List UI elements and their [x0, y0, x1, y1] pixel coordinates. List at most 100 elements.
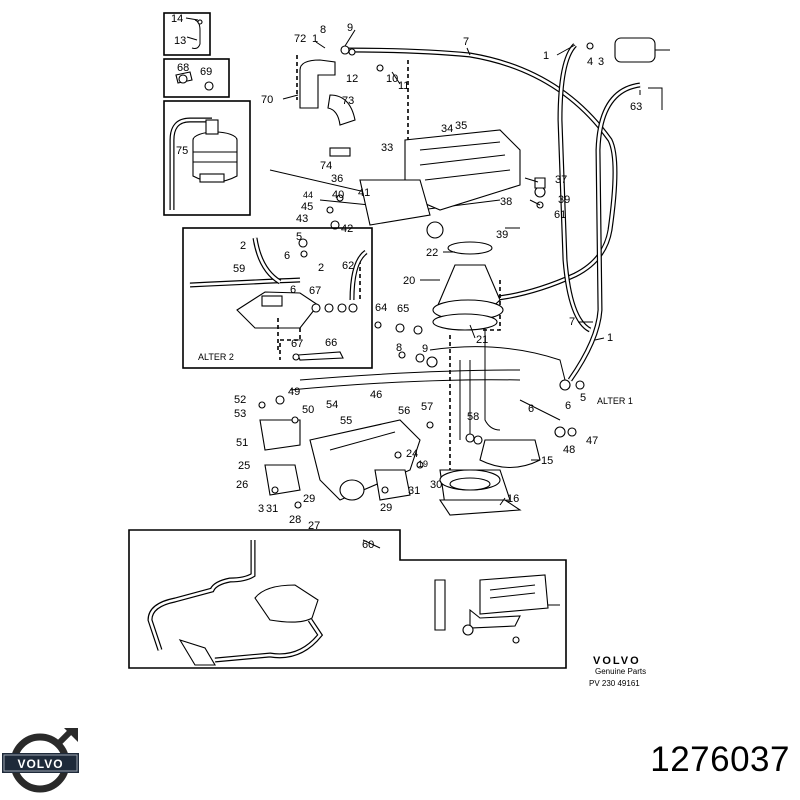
- callout-47: 47: [586, 435, 598, 447]
- callout-9a: 9: [347, 22, 353, 34]
- callout-22: 22: [426, 247, 438, 259]
- callout-3a: 3: [598, 56, 604, 68]
- callout-25: 25: [238, 460, 250, 472]
- stamp-drawing-ref: PV 230 49161: [589, 679, 640, 688]
- callout-4: 4: [587, 56, 593, 68]
- callout-54: 54: [326, 399, 338, 411]
- callout-68: 68: [177, 62, 189, 74]
- callout-31b: 31: [266, 503, 278, 515]
- callout-69: 69: [200, 66, 212, 78]
- alter2-label: ALTER 2: [198, 352, 234, 362]
- fuel-distributor: [438, 439, 541, 516]
- callout-29a: 29: [303, 493, 315, 505]
- callout-1c: 1: [607, 332, 613, 344]
- callout-1a: 1: [312, 33, 318, 45]
- callout-48: 48: [563, 444, 575, 456]
- inset-box-75: [163, 100, 251, 216]
- stamp-brand: VOLVO: [593, 655, 641, 667]
- logo-wordmark: VOLVO: [17, 757, 63, 771]
- callout-65: 65: [397, 303, 409, 315]
- callout-62: 62: [342, 260, 354, 272]
- callout-58: 58: [467, 411, 479, 423]
- callout-24: 24: [406, 448, 418, 460]
- callout-27: 27: [308, 520, 320, 532]
- alter1-label: ALTER 1: [597, 396, 633, 406]
- stamp-genuine-parts: Genuine Parts: [595, 667, 646, 676]
- inset-box-60: [128, 529, 567, 669]
- callout-53: 53: [234, 408, 246, 420]
- callout-12: 12: [346, 73, 358, 85]
- callout-2b: 2: [318, 262, 324, 274]
- callout-21: 21: [476, 334, 488, 346]
- callout-64: 64: [375, 302, 387, 314]
- callout-29b: 29: [380, 502, 392, 514]
- rubber-boot: [432, 241, 504, 331]
- callout-6a: 6: [284, 250, 290, 262]
- callout-13: 13: [174, 35, 186, 47]
- callout-8a: 8: [320, 24, 326, 36]
- callout-labels: 14 13 68 69 75 72 1 8 9 7 1 4 3 70 73 12…: [171, 13, 642, 551]
- callout-49: 49: [288, 386, 300, 398]
- callout-70: 70: [261, 94, 273, 106]
- callout-45: 45: [301, 201, 313, 213]
- callout-7a: 7: [463, 36, 469, 48]
- intake-housing: [259, 419, 421, 501]
- callout-38: 38: [500, 196, 512, 208]
- callout-19: 19: [418, 459, 428, 469]
- callout-31a: 31: [408, 485, 420, 497]
- callout-3b: 3: [258, 503, 264, 515]
- fittings: [258, 42, 594, 509]
- callout-34: 34: [441, 123, 453, 135]
- callout-41: 41: [358, 187, 370, 199]
- callout-51: 51: [236, 437, 248, 449]
- callout-5a: 5: [296, 231, 302, 243]
- callout-44: 44: [303, 190, 313, 200]
- callout-61: 61: [554, 209, 566, 221]
- genuine-parts-stamp: VOLVO Genuine Parts PV 230 49161: [589, 655, 646, 688]
- callout-42: 42: [341, 223, 353, 235]
- callout-73: 73: [342, 95, 354, 107]
- callout-16: 16: [507, 493, 519, 505]
- inset-box-68-69: [163, 58, 230, 98]
- callout-56: 56: [398, 405, 410, 417]
- callout-67a: 67: [309, 285, 321, 297]
- callout-55: 55: [340, 415, 352, 427]
- callout-8b: 8: [396, 342, 402, 354]
- callout-75: 75: [176, 145, 188, 157]
- callout-52: 52: [234, 394, 246, 406]
- callout-33: 33: [381, 142, 393, 154]
- callout-7b: 7: [569, 316, 575, 328]
- air-flow-unit: [299, 37, 670, 239]
- callout-5b: 5: [580, 392, 586, 404]
- callout-57: 57: [421, 401, 433, 413]
- callout-2a: 2: [240, 240, 246, 252]
- callout-50: 50: [302, 404, 314, 416]
- part-number: 1276037: [650, 740, 790, 779]
- callout-60: 60: [362, 539, 374, 551]
- callout-67b: 67: [291, 338, 303, 350]
- callout-40: 40: [332, 189, 344, 201]
- callout-36: 36: [331, 173, 343, 185]
- alter2-inset: [182, 227, 373, 369]
- callout-63: 63: [630, 101, 642, 113]
- callout-10: 10: [386, 73, 398, 85]
- callout-1b: 1: [543, 50, 549, 62]
- callout-28: 28: [289, 514, 301, 526]
- callout-46: 46: [370, 389, 382, 401]
- callout-9b: 9: [422, 343, 428, 355]
- fuel-lines: [269, 43, 641, 440]
- callout-6c: 6: [528, 403, 534, 415]
- callout-74: 74: [320, 160, 332, 172]
- callout-26: 26: [236, 479, 248, 491]
- callout-14: 14: [171, 13, 183, 25]
- inset-box-14-13: [163, 12, 211, 56]
- callout-39: 39: [558, 194, 570, 206]
- callout-11: 11: [398, 80, 409, 92]
- callout-6b: 6: [290, 284, 296, 296]
- callout-39b: 39: [496, 229, 508, 241]
- callout-66: 66: [325, 337, 337, 349]
- callout-72: 72: [294, 33, 306, 45]
- callout-20: 20: [403, 275, 415, 287]
- volvo-logo: VOLVO: [2, 727, 79, 793]
